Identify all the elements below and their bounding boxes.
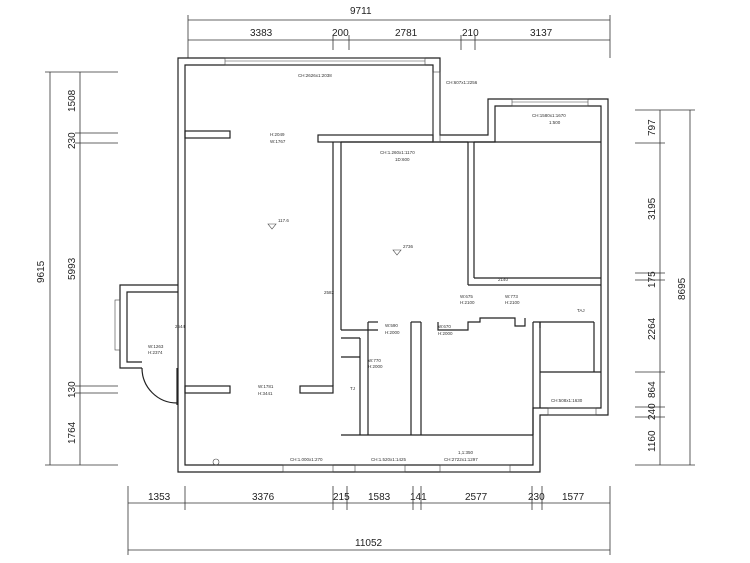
label-bottom-door-w: H:3441 [258, 391, 273, 396]
label-bedroom-door-h: W:670 [438, 324, 451, 329]
dim-left-seg-5: 1764 [67, 421, 78, 444]
fixture-marker [212, 458, 220, 466]
label-window-bottom2: CH:1.520x1:1425 [371, 457, 407, 462]
room-annotations: CH:2626x1:2038 CH:607x1:2256 H:2049 W:17… [148, 73, 585, 462]
dim-bottom-seg-6: 2577 [465, 492, 488, 503]
label-left-door-h: W:1263 [148, 344, 164, 349]
dim-bottom-seg-1: 1353 [148, 492, 171, 503]
label-aux: TAJ [577, 308, 585, 313]
dim-left-seg-2: 230 [67, 132, 78, 149]
dim-bottom-seg-3: 215 [333, 492, 350, 503]
dim-bottom-total: 11052 [355, 538, 383, 549]
dim-right-seg-1: 797 [647, 119, 658, 136]
label-window-mid: CH:1.260x1:1170 [380, 150, 415, 155]
label-window-top-right: CH:607x1:2256 [446, 80, 478, 85]
label-window-bottom-right: CH:508x1:1630 [551, 398, 583, 403]
dim-right-seg-3: 175 [647, 271, 658, 288]
dim-top-seg-5: 3137 [530, 28, 553, 39]
dim-top-total: 9711 [350, 6, 372, 17]
label-bath-door-h: W:590 [385, 323, 398, 328]
label-center-level: 2736 [403, 244, 414, 249]
label-door-a-w: H:2100 [460, 300, 475, 305]
label-mid-beam: 2582 [324, 290, 335, 295]
label-small: TJ [350, 386, 355, 391]
dim-right-seg-5: 864 [647, 381, 658, 398]
label-window-bottom3-a: 1,1:350 [458, 450, 474, 455]
dim-bottom-seg-2: 3376 [252, 492, 275, 503]
outer-walls [119, 57, 609, 473]
inner-walls [184, 130, 601, 436]
dim-bottom-seg-8: 1577 [562, 492, 585, 503]
label-living-w: W:1767 [270, 139, 286, 144]
label-bath-door2-h: W:770 [368, 358, 381, 363]
label-bedroom-door-w: H:2000 [438, 331, 453, 336]
dim-bottom-seg-5: 141 [410, 492, 427, 503]
windows [114, 57, 597, 473]
label-door-b-w: H:2100 [505, 300, 520, 305]
label-left-door-w: H:2374 [148, 350, 163, 355]
label-window-bottom3-b: CH:2722x1:1297 [444, 457, 478, 462]
label-bath-door2-w: H:2000 [368, 364, 383, 369]
dim-left-seg-3: 5993 [67, 257, 78, 280]
dim-top-seg-2: 200 [332, 28, 349, 39]
left-dimensions: 9615 1508 230 5993 130 1764 [36, 71, 118, 466]
label-bath-door-w: H:2000 [385, 330, 400, 335]
dim-left-seg-1: 1508 [67, 89, 78, 112]
label-window-right-2: 1:500 [549, 120, 561, 125]
dim-top-seg-3: 2781 [395, 28, 418, 39]
dim-right-total: 8695 [677, 277, 688, 300]
bottom-dimensions: 1353 3376 215 1583 141 2577 230 1577 110… [127, 486, 611, 555]
level-marker-left [267, 223, 277, 230]
dim-top-seg-1: 3383 [250, 28, 273, 39]
right-dimensions: 8695 797 3195 175 2264 864 240 1160 [635, 109, 695, 466]
dim-left-total: 9615 [36, 260, 47, 283]
dim-right-seg-2: 3195 [647, 197, 658, 220]
top-dimensions: 9711 3383 200 2781 210 3137 [187, 6, 611, 58]
dim-left-seg-4: 130 [67, 381, 78, 398]
dim-bottom-seg-4: 1583 [368, 492, 391, 503]
label-window-mid-2: 1D:600 [395, 157, 410, 162]
level-marker-center [392, 249, 402, 256]
label-door-b-h: W:773 [505, 294, 518, 299]
dim-right-seg-4: 2264 [647, 317, 658, 340]
label-left-ext: 2544 [175, 324, 186, 329]
dim-right-seg-7: 1160 [647, 430, 658, 452]
label-door-a-h: W:675 [460, 294, 473, 299]
label-window-bottom: CH:1.000x1:270 [290, 457, 323, 462]
label-window-top: CH:2626x1:2038 [298, 73, 332, 78]
dim-right-seg-6: 240 [647, 403, 658, 420]
dim-top-seg-4: 210 [462, 28, 479, 39]
label-window-right: CH:1580x1:1670 [532, 113, 566, 118]
label-living-h: H:2049 [270, 132, 285, 137]
label-living-level: 117.6 [278, 218, 289, 223]
label-bottom-door-h: W:1781 [258, 384, 274, 389]
label-beam-right: 2140 [498, 277, 509, 282]
dim-bottom-seg-7: 230 [528, 492, 545, 503]
